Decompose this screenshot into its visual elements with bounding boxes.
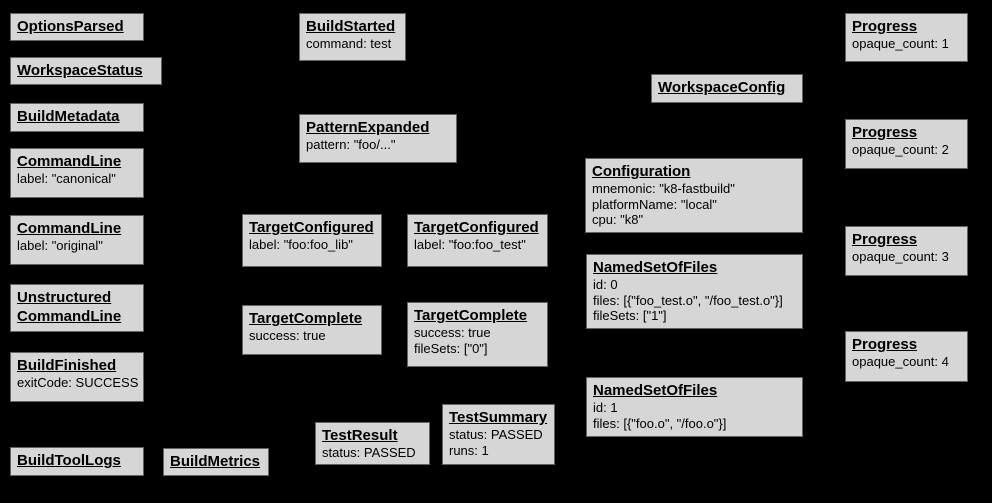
node-title: Progress: [852, 124, 918, 141]
node-field: files: [{"foo_test.o", "/foo_test.o"}]: [593, 292, 783, 308]
node-field: platformName: "local": [592, 196, 717, 212]
node-title: CommandLine: [17, 308, 122, 325]
node-field: pattern: "foo/...": [306, 137, 396, 152]
node-field: id: 0: [593, 277, 618, 292]
node-title: TargetComplete: [414, 307, 528, 324]
node-title: BuildMetadata: [17, 108, 120, 125]
node-field: mnemonic: "k8-fastbuild": [592, 181, 735, 196]
node-title: WorkspaceConfig: [658, 79, 786, 96]
node-field: label: "original": [17, 238, 103, 253]
node-title: BuildToolLogs: [17, 452, 121, 469]
node-field: status: PASSED: [322, 445, 416, 460]
node-title: NamedSetOfFiles: [593, 382, 718, 399]
node-field: label: "foo:foo_lib": [249, 237, 353, 252]
node-build-metrics: BuildMetrics: [163, 448, 269, 476]
node-title: Progress: [852, 336, 918, 353]
node-title: CommandLine: [17, 153, 122, 170]
node-title: WorkspaceStatus: [17, 62, 143, 79]
node-title: TargetComplete: [249, 310, 363, 327]
node-field: opaque_count: 1: [852, 36, 949, 51]
node-title: BuildMetrics: [170, 453, 261, 470]
node-title: PatternExpanded: [306, 119, 430, 136]
node-field: files: [{"foo.o", "/foo.o"}]: [593, 415, 727, 431]
node-workspace-status: WorkspaceStatus: [10, 57, 162, 85]
node-options-parsed: OptionsParsed: [10, 13, 144, 41]
node-field: success: true: [414, 325, 491, 340]
node-field: label: "foo:foo_test": [414, 237, 526, 252]
node-field: label: "canonical": [17, 171, 116, 186]
node-field: cpu: "k8": [592, 212, 644, 227]
node-field: id: 1: [593, 400, 618, 415]
node-title: Progress: [852, 18, 918, 35]
node-title: NamedSetOfFiles: [593, 259, 718, 276]
node-title: CommandLine: [17, 220, 122, 237]
node-field: fileSets: ["0"]: [414, 340, 488, 356]
node-title: Progress: [852, 231, 918, 248]
node-title: TargetConfigured: [249, 219, 374, 236]
node-field: fileSets: ["1"]: [593, 308, 667, 323]
node-title: Configuration: [592, 163, 691, 180]
node-title: TargetConfigured: [414, 219, 539, 236]
node-field: exitCode: SUCCESS: [17, 375, 139, 390]
node-field: opaque_count: 4: [852, 354, 949, 369]
node-title: OptionsParsed: [17, 18, 124, 35]
node-field: command: test: [306, 36, 392, 51]
node-title: TestResult: [322, 427, 398, 444]
node-field: opaque_count: 2: [852, 142, 949, 157]
node-field: success: true: [249, 328, 326, 343]
node-build-metadata: BuildMetadata: [10, 103, 144, 132]
node-field: status: PASSED: [449, 427, 543, 442]
node-build-tool-logs: BuildToolLogs: [10, 447, 144, 476]
node-title: Unstructured: [17, 289, 112, 306]
node-title: BuildStarted: [306, 18, 396, 35]
node-title: TestSummary: [449, 409, 548, 426]
node-workspace-config: WorkspaceConfig: [651, 74, 803, 103]
node-field: opaque_count: 3: [852, 249, 949, 264]
node-field: runs: 1: [449, 442, 489, 458]
node-title: BuildFinished: [17, 357, 117, 374]
